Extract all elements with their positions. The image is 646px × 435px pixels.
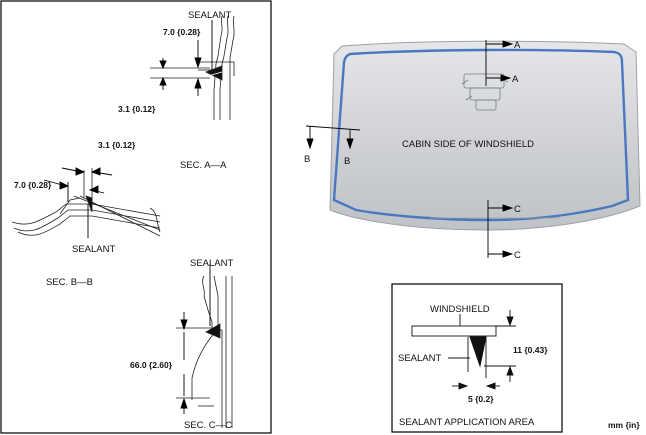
marker-b-right: B — [344, 156, 350, 167]
detail-box-drawing — [411, 310, 516, 390]
section-c-drawing — [176, 275, 233, 428]
section-b-sealant-label: SEALANT — [72, 244, 115, 255]
section-a-dim-bottom: 3.1 {0.12} — [118, 104, 156, 114]
left-panel-frame — [0, 0, 272, 434]
windshield-center-label: CABIN SIDE OF WINDSHIELD — [402, 139, 534, 150]
section-b-caption: SEC. B—B — [46, 277, 93, 288]
detail-width-dim: 5 {0.2} — [468, 394, 494, 404]
detail-sealant-bead — [469, 336, 487, 368]
marker-a-top: A — [514, 40, 521, 51]
windshield-glass — [329, 40, 641, 231]
detail-windshield-label: WINDSHIELD — [430, 304, 490, 315]
section-marker-lines — [305, 40, 514, 258]
detail-box-caption: SEALANT APPLICATION AREA — [399, 417, 535, 428]
marker-a-mid: A — [512, 74, 519, 85]
section-c-dim-arrows — [180, 264, 211, 414]
section-b-dim-top: 3.1 {0.12} — [98, 140, 136, 150]
section-c-sealant-label: SEALANT — [190, 258, 233, 269]
section-c-dim: 66.0 {2.60} — [130, 360, 173, 370]
sealant-bead-line — [332, 48, 630, 222]
section-a-dim-top: 7.0 {0.28} — [163, 27, 201, 37]
marker-c-top: C — [514, 204, 521, 215]
section-b-dim-left: 7.0 {0.28} — [14, 180, 52, 190]
section-a-dim-arrows — [159, 20, 213, 96]
detail-box-frame — [391, 283, 563, 433]
marker-b-left: B — [304, 154, 310, 165]
units-note: mm {in} — [608, 420, 640, 430]
section-c-caption: SEC. C—C — [184, 420, 232, 431]
section-a-drawing — [150, 15, 235, 120]
section-a-caption: SEC. A—A — [180, 160, 227, 171]
detail-sealant-label: SEALANT — [398, 353, 441, 364]
section-b-dim-arrows — [43, 167, 113, 238]
section-a-sealant-label: SEALANT — [188, 10, 231, 21]
detail-height-dim: 11 {0.43} — [513, 345, 548, 355]
section-b-drawing — [11, 168, 161, 237]
windshield-drawing — [329, 40, 641, 231]
detail-windshield-glass — [411, 325, 497, 337]
marker-c-bottom: C — [514, 250, 521, 261]
